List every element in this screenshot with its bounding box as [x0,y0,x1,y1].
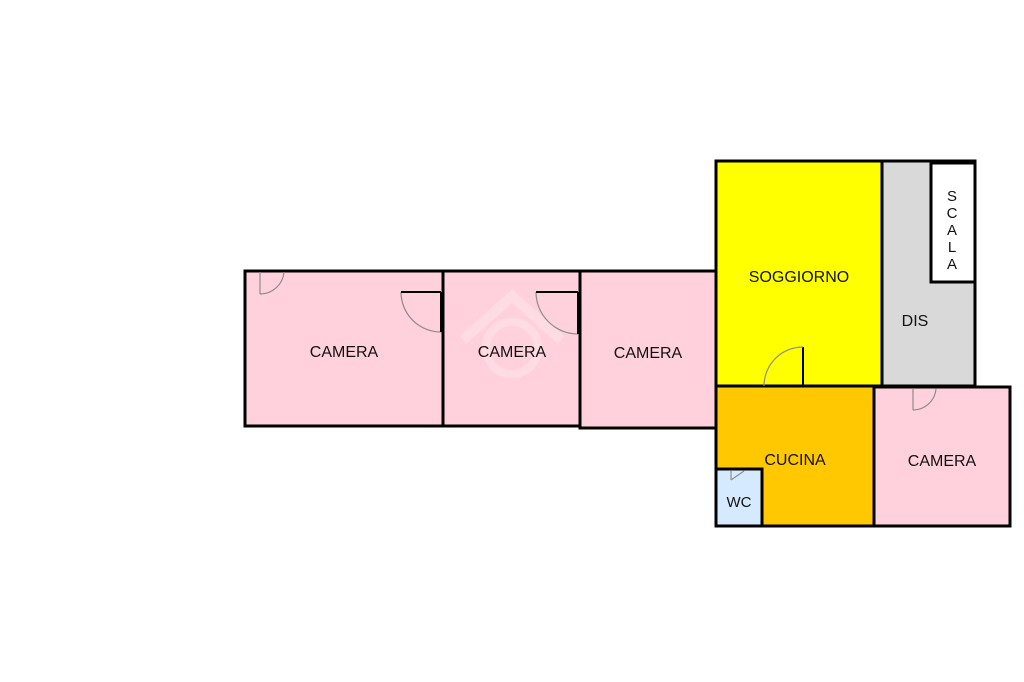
label-dis: DIS [902,313,929,330]
label-scala-letter-5: A [947,256,957,273]
label-camera-4: CAMERA [908,453,977,470]
label-scala-letter-1: S [947,188,957,205]
room-wc [714,467,764,528]
room-scala [929,161,977,284]
room-camera-4 [872,385,1012,528]
label-soggiorno: SOGGIORNO [749,269,849,286]
label-camera-2: CAMERA [478,344,547,361]
room-soggiorno [714,159,884,388]
label-wc: WC [727,494,752,511]
watermark-logo [459,289,565,378]
label-camera-3: CAMERA [614,345,683,362]
label-scala-letter-2: C [947,205,958,222]
label-scala-letter-4: L [948,239,956,256]
label-camera-1: CAMERA [310,344,379,361]
room-camera-3 [578,269,718,430]
label-scala-letter-3: A [947,222,957,239]
label-cucina: CUCINA [764,452,826,469]
door-swings [259,271,937,481]
room-camera-1 [243,269,445,428]
room-camera-2 [441,269,582,428]
